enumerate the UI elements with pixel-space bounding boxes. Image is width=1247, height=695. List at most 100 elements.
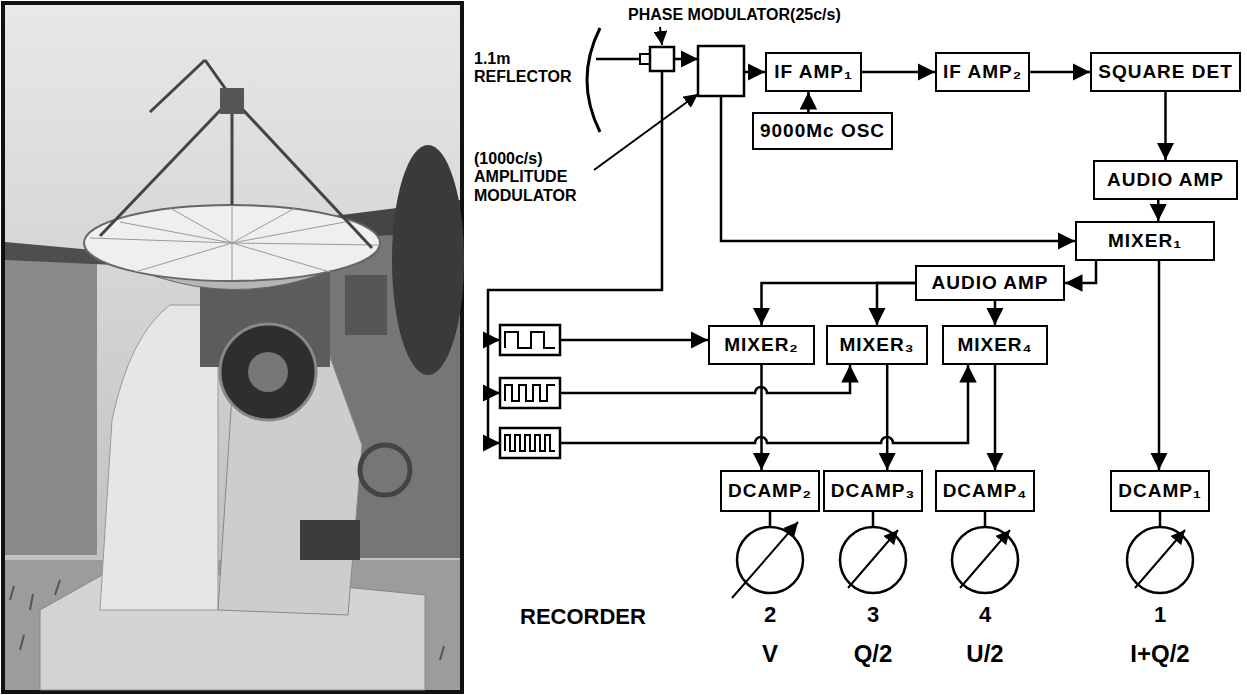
drive-wheel bbox=[220, 324, 316, 420]
process-box: MIXER₄ bbox=[942, 325, 1048, 365]
meter-wire bbox=[770, 512, 1160, 527]
box-label: MIXER₄ bbox=[957, 334, 1032, 356]
diagram-label: Q/2 bbox=[854, 640, 893, 668]
recorder-symbol bbox=[840, 527, 906, 593]
process-box: AUDIO AMP bbox=[915, 265, 1065, 301]
leader-line bbox=[660, 27, 662, 45]
wheel-hub bbox=[248, 352, 288, 392]
box-label: DCAMP₁ bbox=[1118, 480, 1202, 502]
process-box: MIXER₂ bbox=[708, 325, 815, 365]
box-label: IF AMP₁ bbox=[774, 61, 853, 83]
process-box: MIXER₃ bbox=[826, 325, 928, 365]
signal-connector bbox=[1030, 71, 1090, 74]
process-box: SQUARE DET bbox=[1090, 52, 1241, 92]
signal-connector bbox=[1158, 261, 1161, 470]
process-box: DCAMP₂ bbox=[720, 470, 820, 512]
feed-horn bbox=[220, 88, 244, 114]
reference-wire bbox=[560, 365, 850, 393]
building-wall bbox=[5, 255, 97, 555]
reference-wire bbox=[560, 339, 708, 342]
building-window bbox=[345, 275, 387, 335]
process-box: AUDIO AMP bbox=[1093, 160, 1238, 200]
diagram-label: (1000c/s) AMPLITUDE MODULATOR bbox=[474, 150, 590, 205]
recorder-symbol bbox=[952, 527, 1018, 593]
signal-connector bbox=[886, 365, 889, 470]
box-label: 9000Mc OSC bbox=[760, 120, 885, 142]
signal-connector bbox=[760, 365, 763, 470]
diagram-label: 4 bbox=[979, 602, 991, 627]
reflector-symbol bbox=[587, 28, 600, 132]
leader-line bbox=[594, 94, 698, 170]
diagram-label: 1.1m REFLECTOR bbox=[474, 50, 578, 87]
box-label: SQUARE DET bbox=[1098, 61, 1233, 83]
photo-frame bbox=[3, 3, 462, 692]
signal-connector bbox=[762, 283, 916, 325]
hand-wheel bbox=[360, 445, 410, 495]
square-wave-symbol bbox=[505, 332, 555, 348]
diagram-label: 3 bbox=[867, 602, 879, 627]
diagram-label: 2 bbox=[764, 602, 776, 627]
reference-bus bbox=[488, 71, 662, 443]
diagram-label: U/2 bbox=[966, 640, 1003, 668]
signal-connector bbox=[807, 92, 810, 112]
reference-wire bbox=[488, 442, 500, 445]
feed-line bbox=[596, 58, 640, 61]
box-label: DCAMP₃ bbox=[831, 480, 915, 502]
control-box bbox=[300, 520, 360, 560]
signal-wire bbox=[744, 71, 765, 74]
process-box: MIXER₁ bbox=[1075, 221, 1215, 261]
box-label: IF AMP₂ bbox=[943, 61, 1022, 83]
dish-mesh bbox=[90, 205, 378, 281]
signal-connector bbox=[1164, 92, 1167, 160]
box-label: MIXER₂ bbox=[724, 334, 799, 356]
diagram-label: 1 bbox=[1154, 602, 1166, 627]
recorder-symbol bbox=[1127, 527, 1193, 593]
signal-wire bbox=[674, 58, 698, 61]
process-box: DCAMP₃ bbox=[823, 470, 923, 512]
square-wave-box bbox=[500, 325, 560, 355]
reference-wire bbox=[488, 339, 500, 342]
square-wave-box bbox=[500, 428, 560, 458]
recorder-needle bbox=[960, 530, 1010, 588]
reference-wire bbox=[721, 96, 1075, 241]
process-box: DCAMP₁ bbox=[1110, 470, 1210, 512]
signal-connector bbox=[877, 283, 915, 325]
box-label: DCAMP₄ bbox=[943, 480, 1028, 502]
tree bbox=[392, 145, 464, 375]
box-label: AUDIO AMP bbox=[931, 272, 1048, 294]
box-label: MIXER₁ bbox=[1108, 230, 1182, 252]
process-box: IF AMP₂ bbox=[935, 52, 1030, 92]
recorder-needle bbox=[732, 522, 798, 598]
recorder-symbol bbox=[737, 527, 803, 593]
square-wave-symbol bbox=[505, 435, 555, 451]
process-box: DCAMP₄ bbox=[935, 470, 1036, 512]
horn-symbol bbox=[640, 54, 650, 64]
signal-connector bbox=[1065, 261, 1096, 283]
signal-connector bbox=[994, 301, 997, 325]
diagram-label: V bbox=[762, 640, 778, 668]
box-label: AUDIO AMP bbox=[1107, 169, 1224, 191]
square-wave-box bbox=[500, 378, 560, 408]
diagram-label: I+Q/2 bbox=[1130, 640, 1189, 668]
square-wave-symbol bbox=[505, 385, 555, 401]
box-label: DCAMP₂ bbox=[728, 480, 812, 502]
recorder-needle bbox=[848, 530, 898, 588]
process-box: 9000Mc OSC bbox=[752, 112, 893, 150]
amplitude-modulator-box bbox=[698, 46, 744, 96]
diagram-label: RECORDER bbox=[520, 604, 646, 629]
diagram-label: PHASE MODULATOR(25c/s) bbox=[628, 6, 841, 24]
process-box: IF AMP₁ bbox=[765, 52, 862, 92]
dish-face bbox=[84, 205, 380, 281]
feed-struts bbox=[100, 60, 372, 248]
signal-connector bbox=[1157, 200, 1160, 221]
signal-connector bbox=[862, 71, 935, 74]
recorder-needle bbox=[1135, 530, 1185, 588]
box-label: MIXER₃ bbox=[840, 334, 915, 356]
phase-modulator-box bbox=[650, 47, 674, 71]
signal-connector bbox=[994, 365, 997, 470]
reference-wire bbox=[560, 365, 968, 443]
reference-wire bbox=[488, 392, 500, 395]
